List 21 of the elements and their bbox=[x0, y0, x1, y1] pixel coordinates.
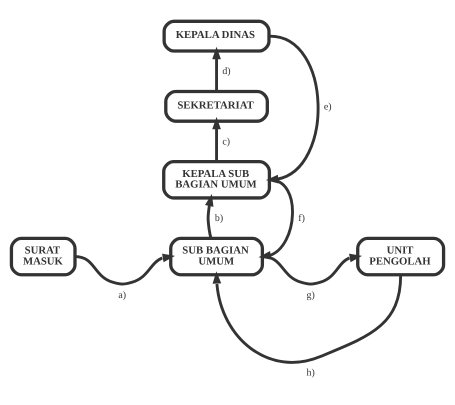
arrow bbox=[258, 178, 294, 260]
arrow bbox=[266, 34, 320, 184]
edge-label: h) bbox=[306, 368, 315, 379]
edge-label: f) bbox=[298, 213, 305, 224]
node-box: KEPALA SUB BAGIAN UMUM bbox=[162, 160, 272, 200]
arrow bbox=[204, 194, 214, 239]
edge-label: b) bbox=[214, 213, 224, 224]
arrow bbox=[212, 116, 221, 162]
arrow bbox=[212, 46, 221, 92]
node-box: KEPALA DINAS bbox=[162, 20, 271, 53]
edge-label: c) bbox=[222, 136, 230, 148]
node-box: SEKRETARIAT bbox=[164, 90, 269, 123]
edge-label: g) bbox=[306, 290, 315, 301]
node-box: SURAT MASUK bbox=[10, 236, 77, 276]
arrow bbox=[212, 271, 402, 364]
node-box: SUB BAGIAN UMUM bbox=[169, 236, 264, 276]
arrow bbox=[74, 254, 176, 286]
node-box: UNIT PENGOLAH bbox=[356, 236, 446, 276]
edge-label: a) bbox=[118, 290, 126, 301]
edge-label: e) bbox=[324, 101, 332, 112]
edge-label: d) bbox=[222, 66, 231, 78]
